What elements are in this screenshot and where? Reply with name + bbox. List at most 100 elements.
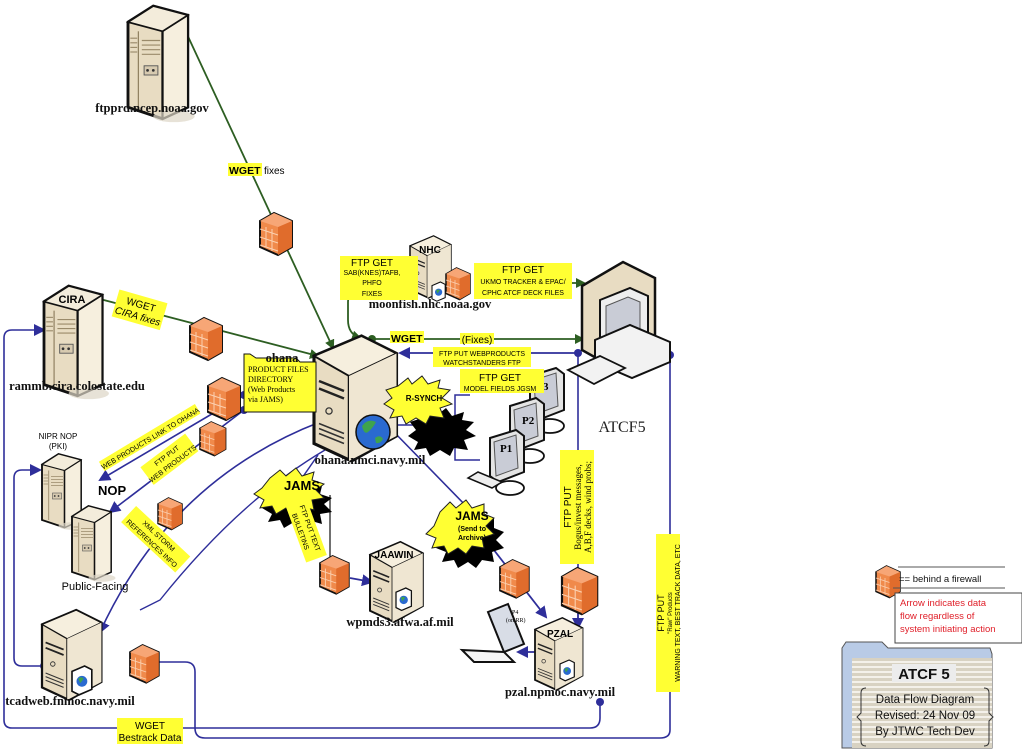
title-block-line: Revised: 24 Nov 09 <box>875 710 975 722</box>
rsynch-burst: R-SYNCH <box>383 375 476 456</box>
legend-note-line: system initiating action <box>900 624 996 635</box>
label-text: "Raw" Products <box>668 592 674 634</box>
legend-note-box <box>894 592 1022 644</box>
nop-server[interactable]: NIPR NOP (PKI) NOP <box>39 432 127 531</box>
cira-badge: CIRA <box>59 294 86 306</box>
label-text: WATCHSTANDERS FTP <box>443 360 521 367</box>
label-wget-ohana: WGET (Fixes) <box>390 331 494 346</box>
ohana-to-jams-archive <box>391 429 471 511</box>
folder-line: DIRECTORY <box>248 375 293 384</box>
legend-note-line: Arrow indicates data <box>900 598 987 609</box>
label-text: FTP GET <box>351 258 393 269</box>
jams-archive-title: JAMS <box>455 509 488 523</box>
label-text: FIXES <box>362 291 383 298</box>
firewall-icon <box>319 555 350 595</box>
label-text: UKMO TRACKER & EPAC/ <box>480 279 565 286</box>
p2-label: P2 <box>522 415 535 427</box>
legend-note-line: flow regardless of <box>900 611 975 622</box>
nhc-label: moonfish.nhc.noaa.gov <box>369 297 492 311</box>
firewall-icon <box>207 377 241 421</box>
p3-label: 3 <box>543 381 549 393</box>
tcadweb-to-nop-flow <box>13 464 44 667</box>
bulletins-flow <box>349 574 374 587</box>
jams-archive-line: (Send to <box>458 526 486 533</box>
ohana-to-tcadweb <box>139 449 326 611</box>
nhc-firewall-icon <box>445 267 471 301</box>
p4-sublabel: (on RR) <box>506 617 526 624</box>
label-ftp-put-bogus: FTP PUT Bogus/invest messages, A,B,F dec… <box>560 450 594 564</box>
pzal-badge: PZAL <box>547 629 573 640</box>
product-files-folder[interactable]: ohana PRODUCT FILES DIRECTORY (Web Produ… <box>243 351 317 413</box>
atcf5-label: ATCF5 <box>598 419 645 436</box>
title-block-line: By JTWC Tech Dev <box>875 726 975 738</box>
label-text: WGET <box>229 165 261 177</box>
label-text: WGET <box>391 333 423 345</box>
folder-line: PRODUCT FILES <box>248 365 309 374</box>
cira-label: rammb.cira.colostate.edu <box>9 379 145 393</box>
firewall-icon <box>560 566 599 616</box>
label-text: FTP GET <box>502 265 544 276</box>
label-ukmo-ftp-get: FTP GET UKMO TRACKER & EPAC/ CPHC ATCF D… <box>474 263 572 299</box>
label-text: WGET <box>135 721 165 732</box>
label-text: SAB(KNES)TAFB, <box>343 270 400 277</box>
workstation-p3[interactable]: 3 <box>529 367 565 434</box>
label-text: Bogus/invest messages, <box>573 464 583 550</box>
label-text: MODEL FIELDS JGSM <box>464 386 537 393</box>
wget-bestrack-flow <box>3 324 601 729</box>
title-block-heading: ATCF 5 <box>898 666 949 683</box>
keyboard-icon <box>466 471 504 489</box>
atcf5-workstation[interactable]: ATCF5 <box>565 260 671 436</box>
label-ftp-put-web: FTP PUT WEBPRODUCTS WATCHSTANDERS FTP <box>433 347 531 367</box>
public-facing-label: Public-Facing <box>62 581 129 593</box>
label-wget-bestrack: WGET Bestrack Data <box>117 718 183 744</box>
jams-archive-line: Archive) <box>458 535 486 542</box>
nhc-badge: NHC <box>419 245 441 256</box>
label-nhc-ftp-get: FTP GET SAB(KNES)TAFB, PHFO FIXES <box>340 256 418 300</box>
ftpprd-label: ftpprd.ncep.noaa.gov <box>95 101 209 115</box>
ohana-label: ohana.nmci.navy.mil <box>315 453 426 467</box>
firewall-icon <box>189 317 223 361</box>
label-text: PHFO <box>362 280 382 287</box>
nop-subtitle: (PKI) <box>49 442 68 451</box>
label-cira-wget: WGET CIRA fixes <box>111 289 168 331</box>
folder-line: (Web Products <box>248 385 295 394</box>
pzal-server[interactable]: PZAL pzal.npmoc.navy.mil <box>505 617 616 699</box>
label-text: (Fixes) <box>462 335 493 346</box>
laptop-p4[interactable]: P4 (on RR) <box>459 602 526 663</box>
jaawin-label: wpmds3.afwa.af.mil <box>346 615 454 629</box>
p1-label: P1 <box>500 443 512 455</box>
firewall-icon <box>199 421 227 457</box>
public-facing-server[interactable]: Public-Facing <box>62 505 129 593</box>
workstation-p2[interactable]: P2 <box>509 397 545 464</box>
globe-icon <box>355 414 391 450</box>
title-block: ATCF 5 Data Flow Diagram Revised: 24 Nov… <box>841 641 994 749</box>
workstation-p1[interactable]: P1 <box>466 429 525 496</box>
tcadweb-server[interactable]: tcadweb.fnmoc.navy.mil <box>5 608 135 708</box>
jaawin-badge: JAAWIN <box>375 550 414 561</box>
cira-server[interactable]: CIRA rammb.cira.colostate.edu <box>9 284 145 401</box>
folder-tab-label: ohana <box>266 351 299 365</box>
label-text: FTP PUT <box>563 486 574 527</box>
label-text: A,B,F decks, wind probs; <box>583 461 593 553</box>
xml-storm-flow <box>98 421 321 634</box>
pzal-label: pzal.npmoc.navy.mil <box>505 685 616 699</box>
ftpprd-server[interactable]: ftpprd.ncep.noaa.gov <box>95 4 210 124</box>
label-wget-fixes: WGET fixes <box>228 163 285 177</box>
wget-fixes-flow <box>184 29 335 350</box>
jaawin-server[interactable]: JAAWIN wpmds3.afwa.af.mil <box>346 540 454 629</box>
title-block-line: Data Flow Diagram <box>876 694 974 706</box>
label-text: FTP GET <box>479 373 521 384</box>
label-text: CPHC ATCF DECK FILES <box>482 290 564 297</box>
jams-label: JAMS <box>284 478 320 493</box>
label-model-fields: FTP GET MODEL FIELDS JGSM <box>460 369 544 393</box>
ohana-to-jams <box>301 454 319 479</box>
label-text: fixes <box>264 166 285 177</box>
legend: == behind a firewall Arrow indicates dat… <box>875 565 1022 644</box>
ohana-server[interactable]: ohana.nmci.navy.mil <box>312 334 426 467</box>
legend-firewall-text: == behind a firewall <box>899 574 981 585</box>
label-text: Bestrack Data <box>119 733 182 744</box>
firewall-icon <box>499 559 530 599</box>
tcadweb-label: tcadweb.fnmoc.navy.mil <box>5 694 135 708</box>
nhc-server[interactable]: NHC moonfish.nhc.noaa.gov <box>369 235 492 311</box>
